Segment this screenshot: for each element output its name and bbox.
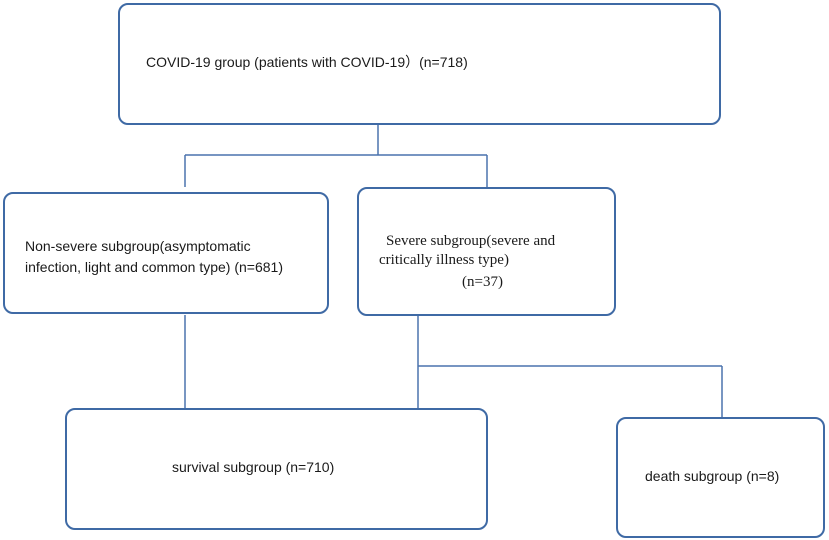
node-covid-group — [118, 3, 721, 125]
node-non-severe-label-line1: Non-severe subgroup(asymptomatic — [25, 238, 251, 254]
node-survival-subgroup — [65, 408, 488, 530]
node-death-subgroup — [616, 417, 825, 538]
node-survival-label: survival subgroup (n=710) — [172, 459, 335, 475]
node-severe-subgroup — [357, 187, 616, 316]
node-covid-group-label: COVID-19 group (patients with COVID-19）(… — [146, 54, 468, 70]
node-non-severe-label-line2: infection, light and common type) (n=681… — [25, 259, 283, 275]
node-severe-label-line3: (n=37) — [462, 274, 503, 290]
node-severe-label-line2: critically illness type) — [379, 252, 509, 268]
node-death-label: death subgroup (n=8) — [645, 468, 780, 484]
node-non-severe-subgroup — [3, 192, 329, 314]
node-severe-label-line1: Severe subgroup(severe and — [386, 233, 556, 249]
